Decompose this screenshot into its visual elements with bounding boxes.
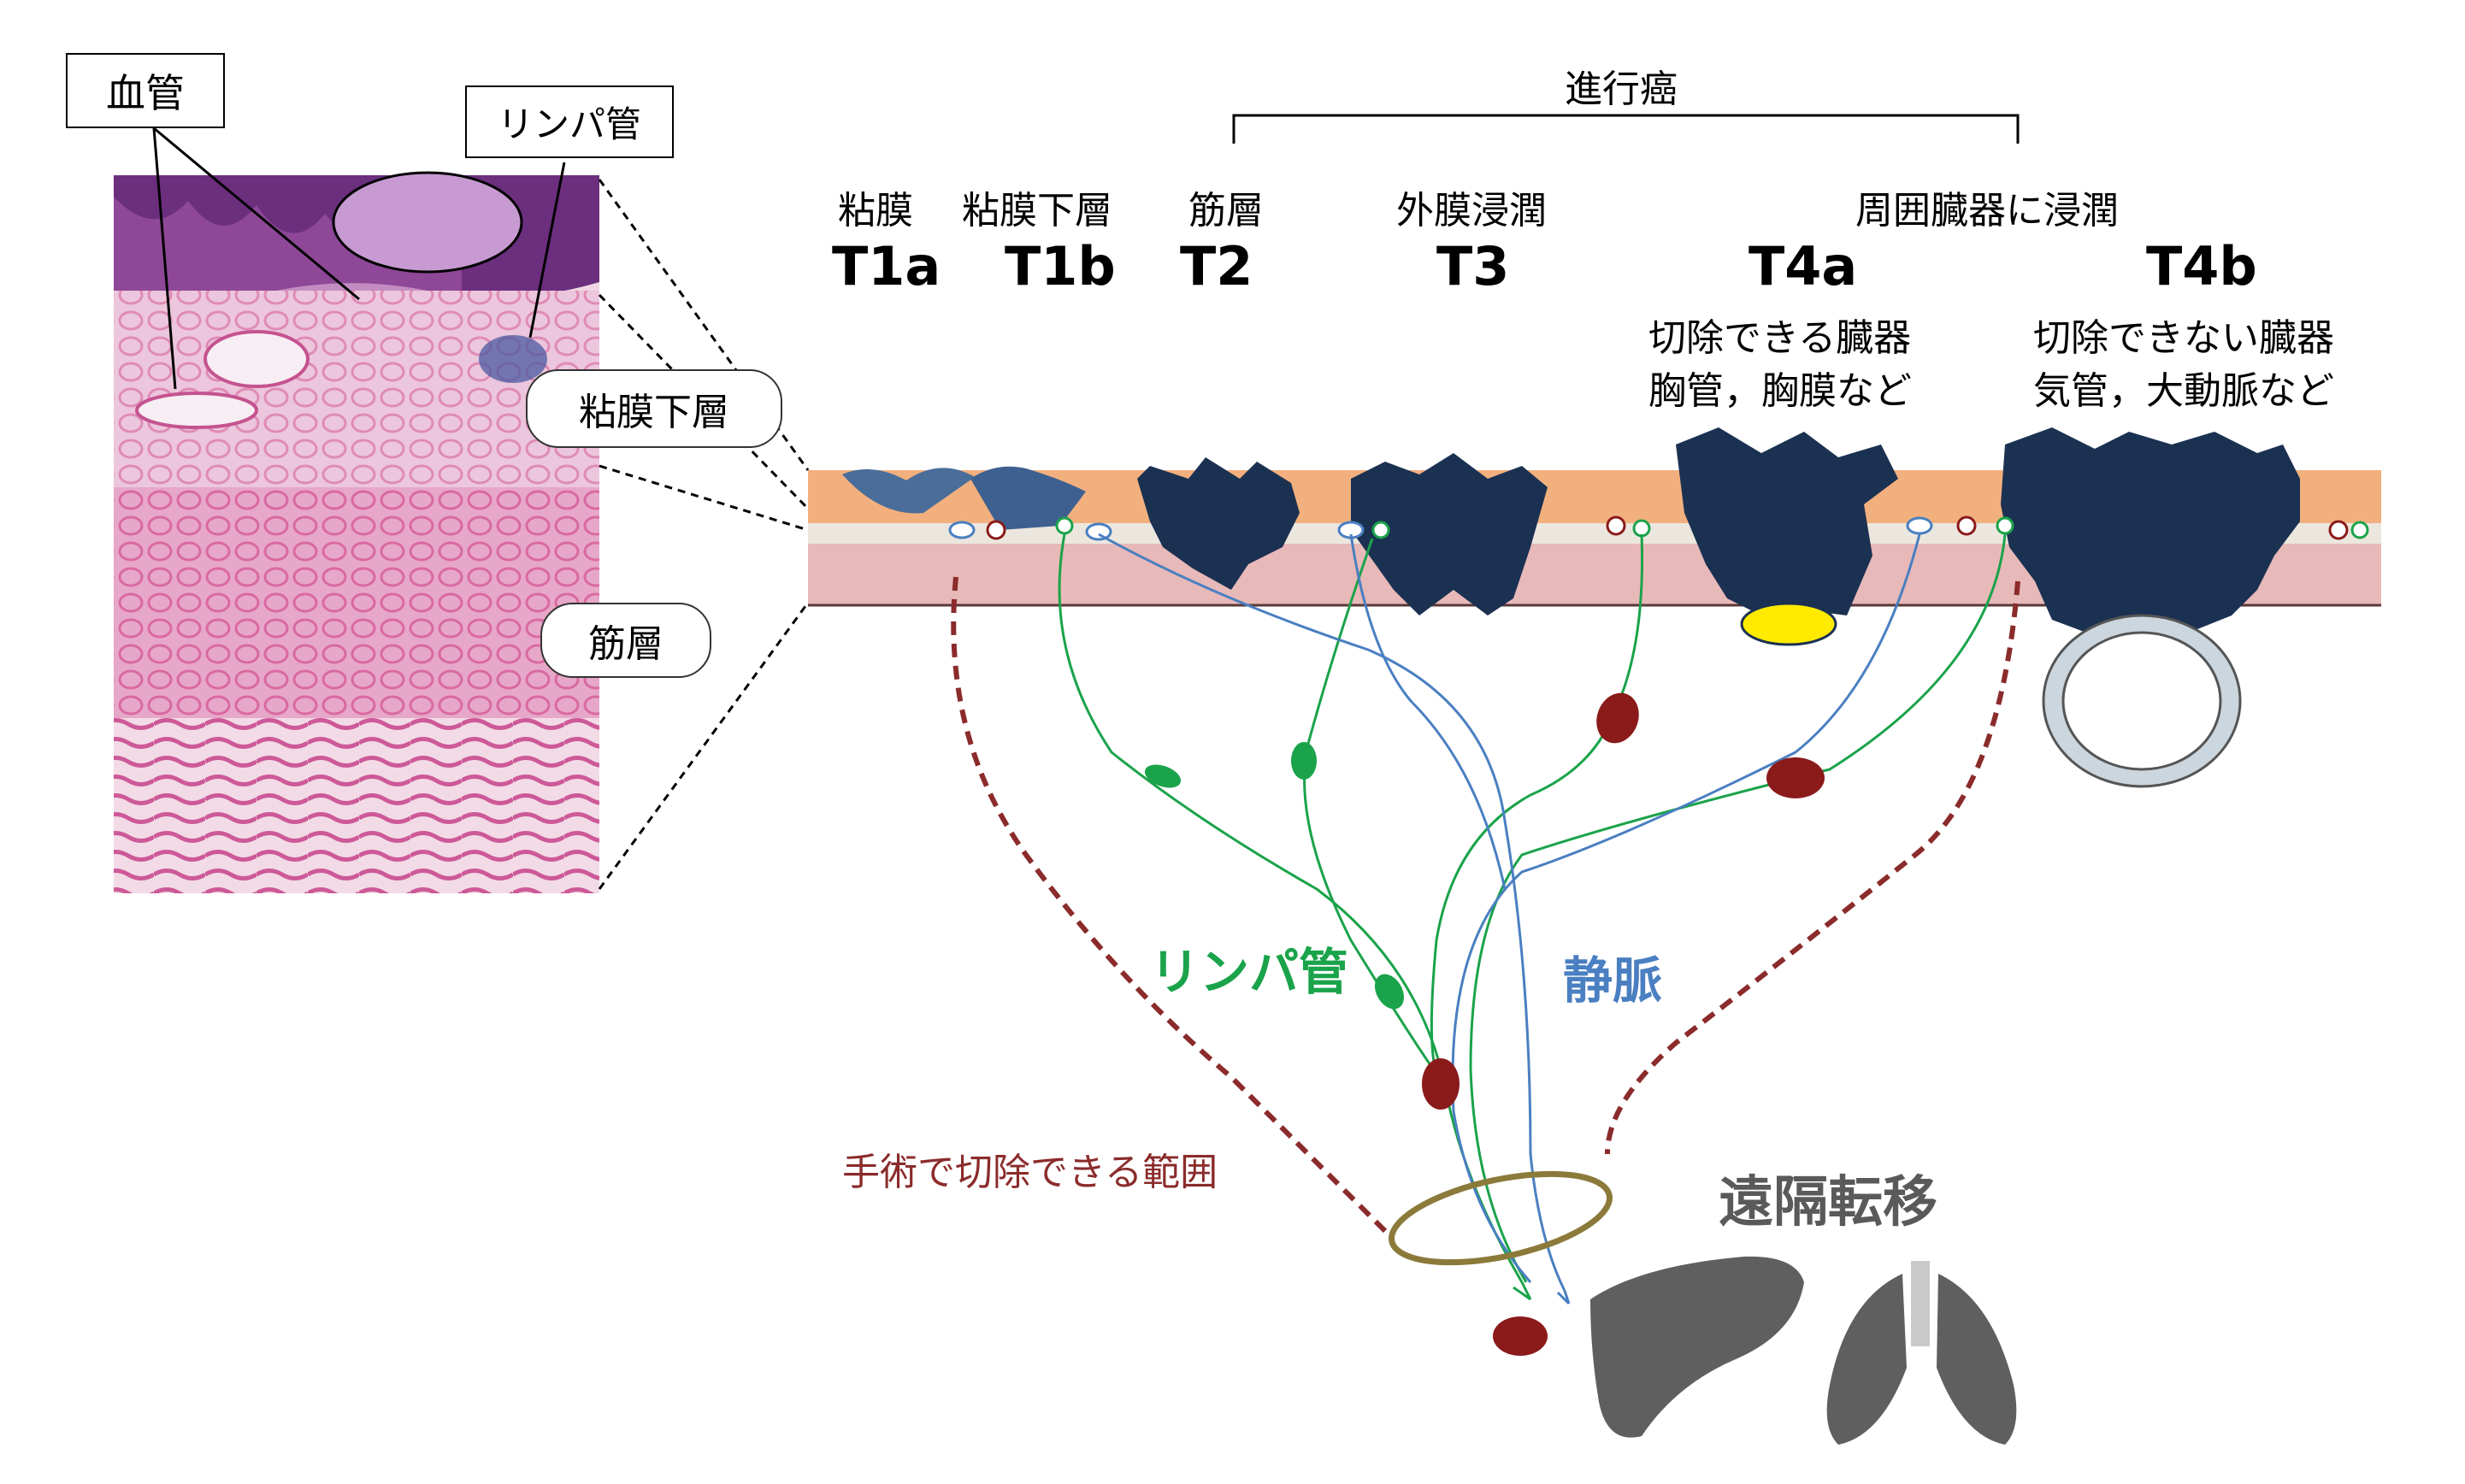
node-green-1 [1144, 764, 1182, 788]
node-red-2 [1766, 757, 1825, 798]
layer-name-t2: 筋層 [1188, 189, 1264, 233]
small-vessels [948, 515, 2369, 541]
tumor-t1b [970, 466, 1086, 530]
node-red-4 [1493, 1316, 1548, 1356]
liver-icon [1590, 1256, 1804, 1438]
vein-path-label: 静脈 [1563, 951, 1663, 1010]
t4a-note: 切除できる臓器 胸管，胸膜など [1648, 316, 1912, 413]
lymph-vessel-highlight [332, 171, 523, 274]
stage-t4b: T4b [2146, 235, 2257, 297]
node-green-2 [1291, 742, 1317, 780]
zoom-lines [598, 179, 810, 890]
tumor-t3 [1351, 453, 1548, 615]
node-green-3 [1374, 974, 1405, 1010]
tumor-t4b [2001, 427, 2300, 633]
resectable-range-line [951, 576, 2020, 1234]
tumor-t1a [842, 468, 975, 514]
submucosa-pill: 粘膜下層 [526, 369, 782, 448]
tumor-t2 [1137, 457, 1300, 590]
resectable-range-label: 手術で切除できる範囲 [842, 1151, 1218, 1194]
lymph-vessel-label: リンパ管 [465, 85, 674, 158]
node-red-3 [1422, 1058, 1460, 1110]
t4b-note: 切除できない臓器 気管，大動脈など [2033, 316, 2334, 413]
resection-ring [1388, 1170, 1613, 1266]
stage-t3: T3 [1436, 235, 1510, 297]
layer-name-t1b: 粘膜下層 [962, 189, 1112, 233]
stage-t4a: T4a [1748, 235, 1858, 297]
stage-t1b: T1b [1005, 235, 1116, 297]
vein-paths [1098, 533, 1921, 1305]
lungs-icon [1826, 1261, 2017, 1445]
tumor-t4a [1676, 427, 1898, 615]
distant-metastasis-label: 遠隔転移 [1719, 1171, 1937, 1234]
stage-t2: T2 [1180, 235, 1253, 297]
layer-name-t1a: 粘膜 [838, 189, 913, 233]
stage-t1a: T1a [832, 235, 941, 297]
vessel-label: 血管 [66, 53, 225, 128]
tumors [842, 427, 2300, 633]
advanced-cancer-bracket [1232, 114, 2020, 144]
muscle-pill: 筋層 [540, 603, 711, 678]
advanced-cancer-title: 進行癌 [1565, 68, 1678, 111]
node-red-1 [1596, 692, 1639, 744]
label-pointers [152, 127, 566, 390]
layer-name-t3: 外膜浸潤 [1396, 189, 1547, 233]
surrounding-invasion-label: 周囲臓器に浸潤 [1855, 189, 2119, 233]
lymph-vessel-path-label: リンパ管 [1150, 943, 1349, 1001]
aorta-ring [2042, 614, 2242, 788]
lymph-nodes [1144, 692, 1825, 1356]
resectable-organ [1740, 602, 1837, 646]
histology-image [114, 171, 599, 893]
